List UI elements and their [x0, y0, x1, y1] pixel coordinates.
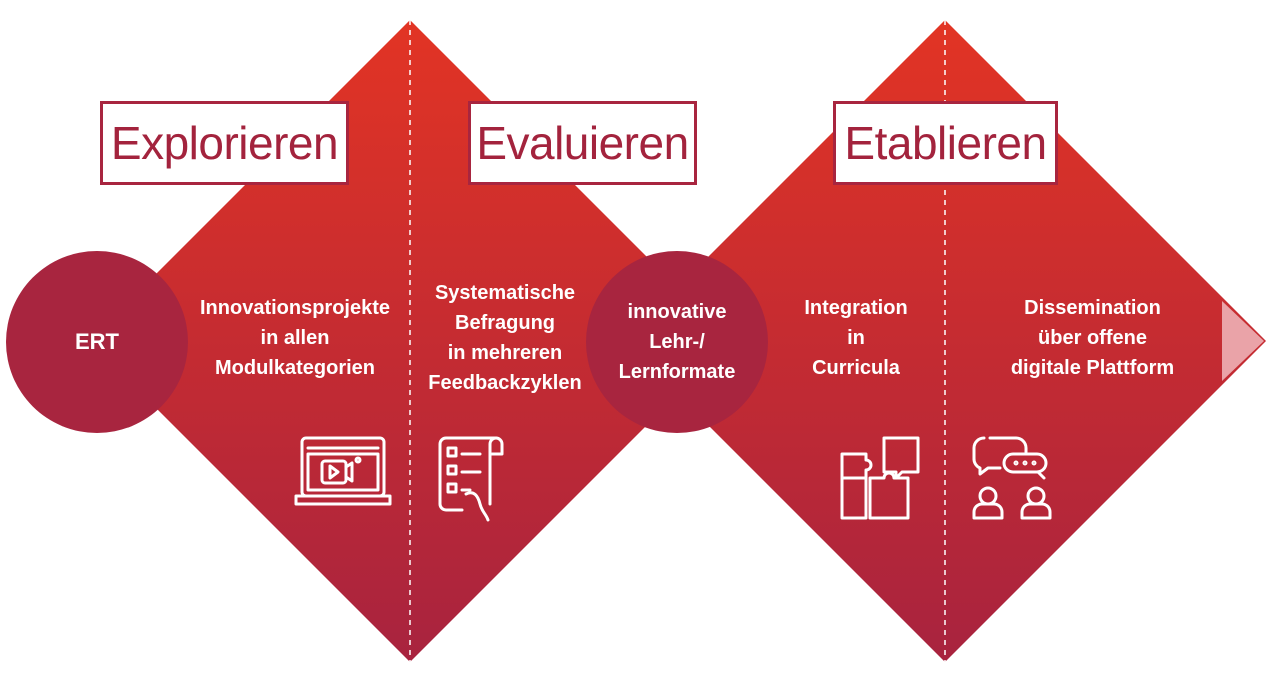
laptop-video-icon: [294, 436, 392, 506]
phase-explorieren: Explorieren: [100, 101, 349, 185]
text-line: Dissemination: [1024, 297, 1161, 319]
text-line: Curricula: [812, 357, 900, 379]
middle-circle-label: innovative Lehr-/ Lernformate: [592, 297, 762, 387]
text-line: Feedbackzyklen: [428, 372, 582, 394]
phase-evaluieren: Evaluieren: [468, 101, 697, 185]
text-line: Lehr-/: [649, 331, 705, 353]
text-line: Lernformate: [618, 361, 736, 383]
text-line: Integration: [804, 297, 908, 319]
survey-checklist-icon: [438, 436, 504, 522]
text-line: in mehreren: [447, 342, 563, 364]
step-integration: Integration in Curricula: [770, 293, 942, 383]
text-line: in: [847, 327, 865, 349]
innovative-formats-circle: [586, 251, 768, 433]
puzzle-icon: [840, 436, 920, 520]
ert-label: ERT: [75, 329, 119, 354]
step-befragung: Systematische Befragung in mehreren Feed…: [410, 278, 600, 398]
arrow-tip: [1222, 301, 1264, 381]
step-dissemination: Dissemination über offene digitale Platt…: [985, 293, 1200, 383]
text-line: Modulkategorien: [214, 357, 375, 379]
discussion-people-icon: [972, 436, 1052, 520]
phase-etablieren: Etablieren: [833, 101, 1058, 185]
text-line: digitale Plattform: [1010, 357, 1175, 379]
text-line: Systematische: [434, 282, 576, 304]
text-line: über offene: [1038, 327, 1147, 349]
text-line: Innovationsprojekte: [199, 297, 391, 319]
text-line: Befragung: [455, 312, 555, 334]
ert-circle: [6, 251, 188, 433]
step-innovationsprojekte: Innovationsprojekte in allen Modulkatego…: [185, 293, 405, 383]
text-line: in allen: [260, 327, 330, 349]
text-line: innovative: [627, 301, 727, 323]
